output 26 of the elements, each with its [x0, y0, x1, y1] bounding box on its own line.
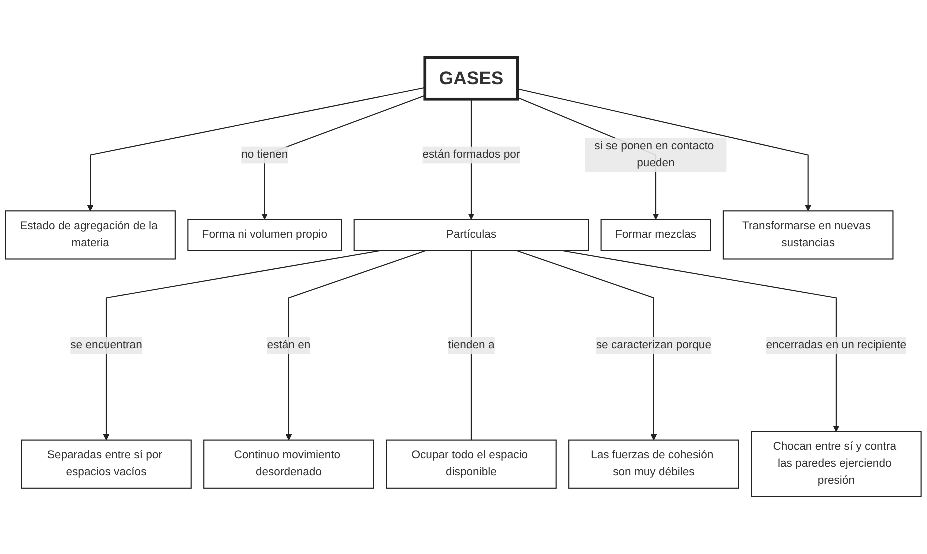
- node-box: Las fuerzas de cohesión son muy débiles: [568, 440, 740, 489]
- edge-label: están formados por: [422, 148, 520, 161]
- node-box: Transformarse en nuevas sustancias: [722, 210, 894, 260]
- node-box: Forma ni volumen propio: [188, 218, 342, 251]
- node-box: Chocan entre sí y contra las paredes ejerciendo presión: [751, 431, 922, 498]
- edge-label: encerradas en un recipiente: [766, 338, 907, 351]
- node-box: Ocupar todo el espacio disponible: [386, 440, 557, 489]
- node-box: Formar mezclas: [600, 218, 712, 251]
- arrow: [516, 250, 658, 440]
- arrow: [562, 250, 840, 432]
- node-box: Separadas entre sí por espacios vacíos: [21, 440, 192, 489]
- arrow: [103, 250, 382, 440]
- edge-label: están en: [267, 338, 311, 351]
- arrow: [286, 250, 427, 440]
- node-box: Continuo movimiento desordenado: [204, 440, 374, 489]
- edge-label: si se ponen en contacto pueden: [594, 140, 714, 170]
- node-box: Estado de agregación de la materia: [5, 210, 176, 260]
- edge-label: tienden a: [448, 338, 495, 351]
- node-box: GASES: [424, 56, 520, 101]
- node-box: Partículas: [354, 218, 590, 251]
- arrow: [518, 88, 812, 212]
- edge-label: se encuentran: [70, 338, 142, 351]
- edge-label: se caracterizan porque: [596, 338, 712, 351]
- edge-label: no tienen: [242, 148, 288, 161]
- arrow: [87, 87, 426, 212]
- connector: [470, 250, 472, 440]
